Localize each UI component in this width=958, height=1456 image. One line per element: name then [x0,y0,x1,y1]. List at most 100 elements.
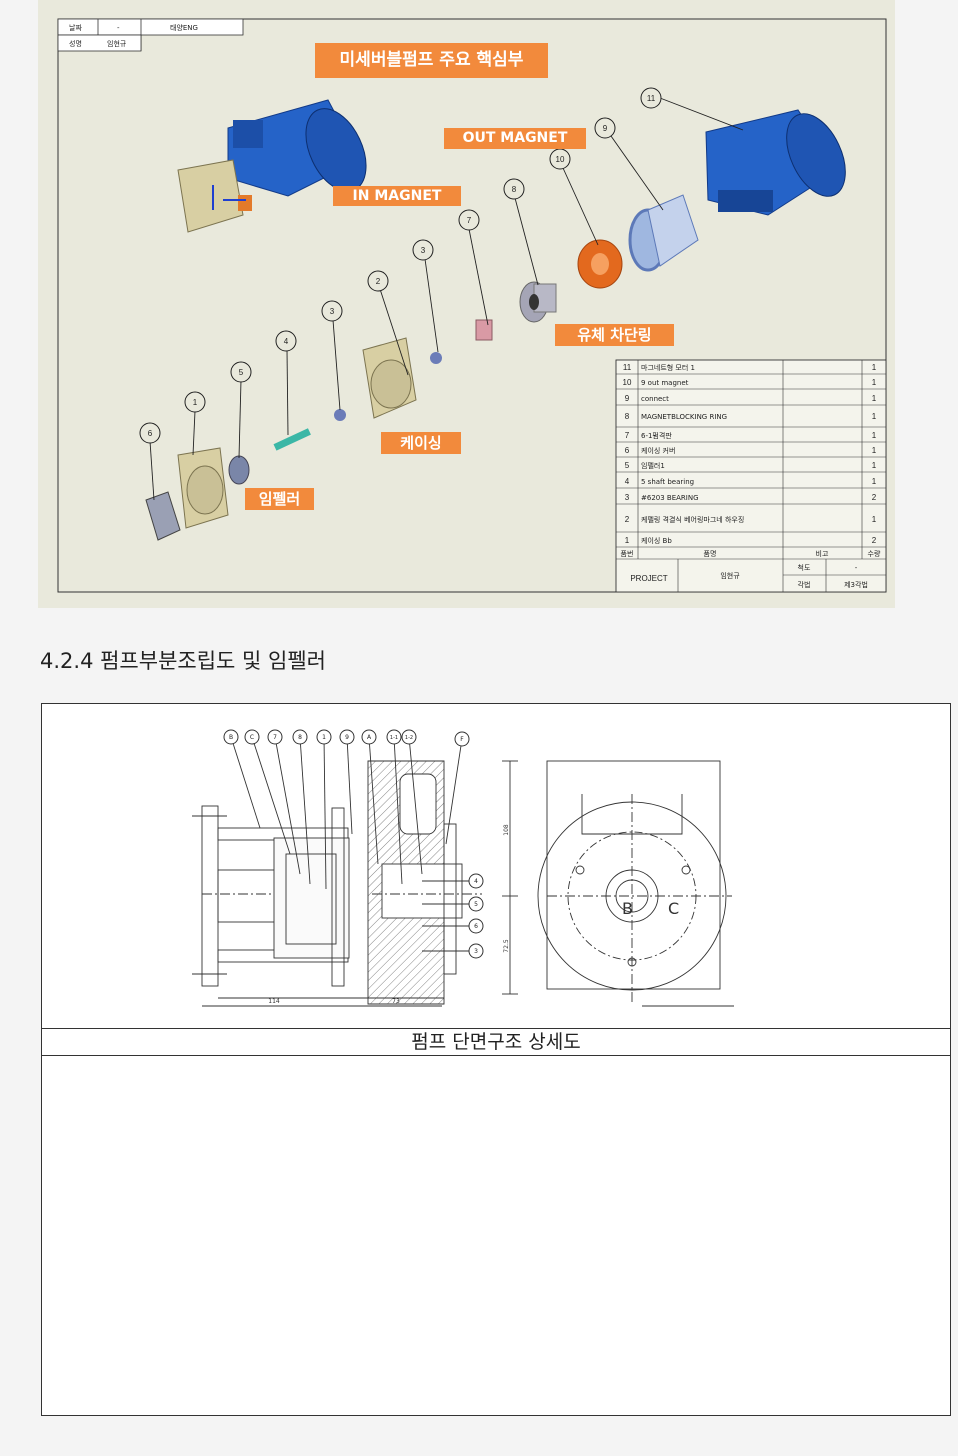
dim-v-top: 108 [503,824,510,836]
casing-body-illustration [177,447,229,529]
dwg-balloon-1: 1 [316,729,332,745]
svg-text:케이싱 커버: 케이싱 커버 [641,446,675,455]
dwg-balloon-1-1: 1-1 [386,729,402,745]
svg-text:B: B [229,734,233,741]
svg-text:1: 1 [872,446,877,455]
svg-text:8: 8 [298,734,302,741]
svg-text:MAGNETBLOCKING RING: MAGNETBLOCKING RING [641,413,727,421]
section-heading: 4.2.4 펌프부분조립도 및 임펠러 [40,649,326,673]
svg-text:6: 6 [625,446,630,455]
svg-text:임펠러1: 임펠러1 [641,461,665,470]
view-letters: B C [622,899,679,918]
svg-text:1-1: 1-1 [390,735,398,741]
svg-text:4: 4 [474,878,478,885]
balloon-4: 4 [275,330,297,352]
svg-text:2: 2 [872,493,877,502]
svg-text:1: 1 [872,461,877,470]
dwg-balloon-r5: 5 [468,896,484,912]
svg-text:4: 4 [625,477,630,486]
shaft-illustration [273,428,311,451]
dimension-labels: 114 73 108 72.5 [268,824,510,1005]
dwg-balloon-r6: 6 [468,918,484,934]
svg-text:#6203 BEARING: #6203 BEARING [641,494,699,502]
balloon-11: 11 [640,87,662,109]
svg-text:7: 7 [273,734,277,741]
svg-text:1: 1 [193,398,198,407]
svg-text:C: C [250,734,254,741]
svg-text:1: 1 [872,431,877,440]
bom-row-6: 6 케이싱 커버 1 [625,446,877,455]
title-banner: 미세버블펌프 주요 핵심부 [315,43,548,78]
svg-text:마그네트형 모터 1: 마그네트형 모터 1 [641,363,695,372]
drawing-top-balloons: B C 7 8 1 9 A 1-1 1-2 F [223,729,470,747]
bom-angle-label: 각법 [798,580,811,589]
bom-header-no: 품번 [621,549,634,558]
header-company: 태양ENG [170,24,198,32]
svg-text:4: 4 [284,337,289,346]
svg-text:1: 1 [322,734,326,741]
label-out-magnet: OUT MAGNET [444,128,586,149]
dim-v-bottom: 72.5 [503,939,510,953]
bom-header-note: 비고 [816,549,829,558]
drawing-caption: 펌프 단면구조 상세도 [42,1028,950,1056]
balloon-3a: 3 [412,239,434,261]
leader-lines [149,97,744,501]
view-letter-C: C [668,899,679,918]
sheet-drawing: 날짜 - 태양ENG 성명 임현규 [57,18,887,593]
svg-text:1: 1 [872,394,877,403]
view-letter-B: B [622,899,633,918]
bom-row-9: 9 connect 1 [625,394,877,403]
bom-scale-value: - [855,564,858,572]
svg-text:2: 2 [625,515,630,524]
casing-illustration [362,337,417,419]
svg-text:F: F [460,736,464,743]
balloon-8: 8 [503,178,525,200]
out-magnet-illustration [577,239,623,289]
svg-text:7: 7 [467,216,472,225]
svg-text:connect: connect [641,395,669,403]
dim-left: 114 [268,998,280,1005]
svg-text:3: 3 [421,246,426,255]
svg-text:6: 6 [474,923,478,930]
svg-text:9: 9 [625,394,630,403]
drawing-right-balloons: 4 5 6 3 [468,873,484,959]
svg-text:7: 7 [625,431,630,440]
label-impeller: 임펠러 [245,488,314,510]
motor-right-illustration [705,109,846,216]
bom-header-qty: 수량 [868,550,881,558]
exploded-assembly-sheet: 날짜 - 태양ENG 성명 임현규 [38,0,895,608]
bom-scale-label: 척도 [798,564,811,572]
balloon-6: 6 [139,422,161,444]
dwg-balloon-C: C [244,729,260,745]
bom-project: PROJECT [630,574,667,583]
svg-text:5: 5 [239,368,244,377]
svg-text:1: 1 [872,477,877,486]
svg-text:9 out magnet: 9 out magnet [641,379,689,387]
casing-cover-illustration [145,491,181,541]
svg-text:1: 1 [625,536,630,545]
balloon-1: 1 [184,391,206,413]
svg-text:1: 1 [872,378,877,387]
balloon-9: 9 [594,117,616,139]
balloon-2: 2 [367,270,389,292]
balloon-5: 5 [230,361,252,383]
svg-text:케펠링 격결식 베어링마그네 하우징: 케펠링 격결식 베어링마그네 하우징 [641,515,744,524]
svg-text:3: 3 [474,948,478,955]
dim-right: 73 [392,998,400,1005]
svg-text:11: 11 [647,94,656,103]
part-balloons: 11 9 10 8 7 3 2 3 4 5 1 6 [139,87,662,444]
balloon-7: 7 [458,209,480,231]
impeller-illustration [228,455,250,485]
connect-part-illustration [628,194,699,272]
dwg-balloon-r3: 3 [468,943,484,959]
label-casing: 케이싱 [381,432,461,454]
svg-text:9: 9 [345,734,349,741]
svg-text:5: 5 [474,901,478,908]
svg-text:2: 2 [376,277,381,286]
header-name-label: 성명 [69,39,82,48]
